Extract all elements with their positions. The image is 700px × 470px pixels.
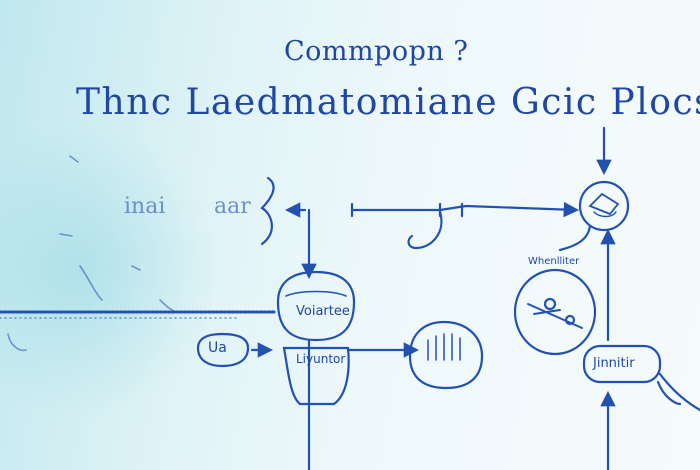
ua-node: [196, 332, 250, 368]
top-right-node: [578, 180, 630, 232]
diagram-title: Commpopn ?: [284, 36, 469, 67]
curve-to-lens: [558, 224, 592, 252]
curly-bracket: [260, 176, 275, 246]
jinnitir-box: [582, 344, 662, 384]
label-inai: inai: [124, 194, 166, 219]
jinnitir-curve-out: [658, 372, 700, 412]
label-ua: Ua: [208, 340, 227, 356]
liyuntor-box: [282, 346, 350, 406]
hook-curve: [407, 210, 443, 250]
label-whenlliter: Whenlliter: [528, 256, 580, 267]
label-aar: aar: [214, 194, 251, 219]
diagram-subtitle: Thnc Laedmatomiane Gcic Plocss: [76, 82, 700, 123]
bowl-node: [408, 320, 484, 390]
label-jinnitir: Jinnitir: [593, 356, 635, 371]
voiartee-node: [276, 270, 356, 342]
arrow-to-top-node: [350, 201, 580, 218]
label-liyuntor: Liyuntor: [296, 352, 346, 366]
lens-node: [513, 268, 597, 356]
label-voiartee: Voiartee: [296, 304, 350, 319]
